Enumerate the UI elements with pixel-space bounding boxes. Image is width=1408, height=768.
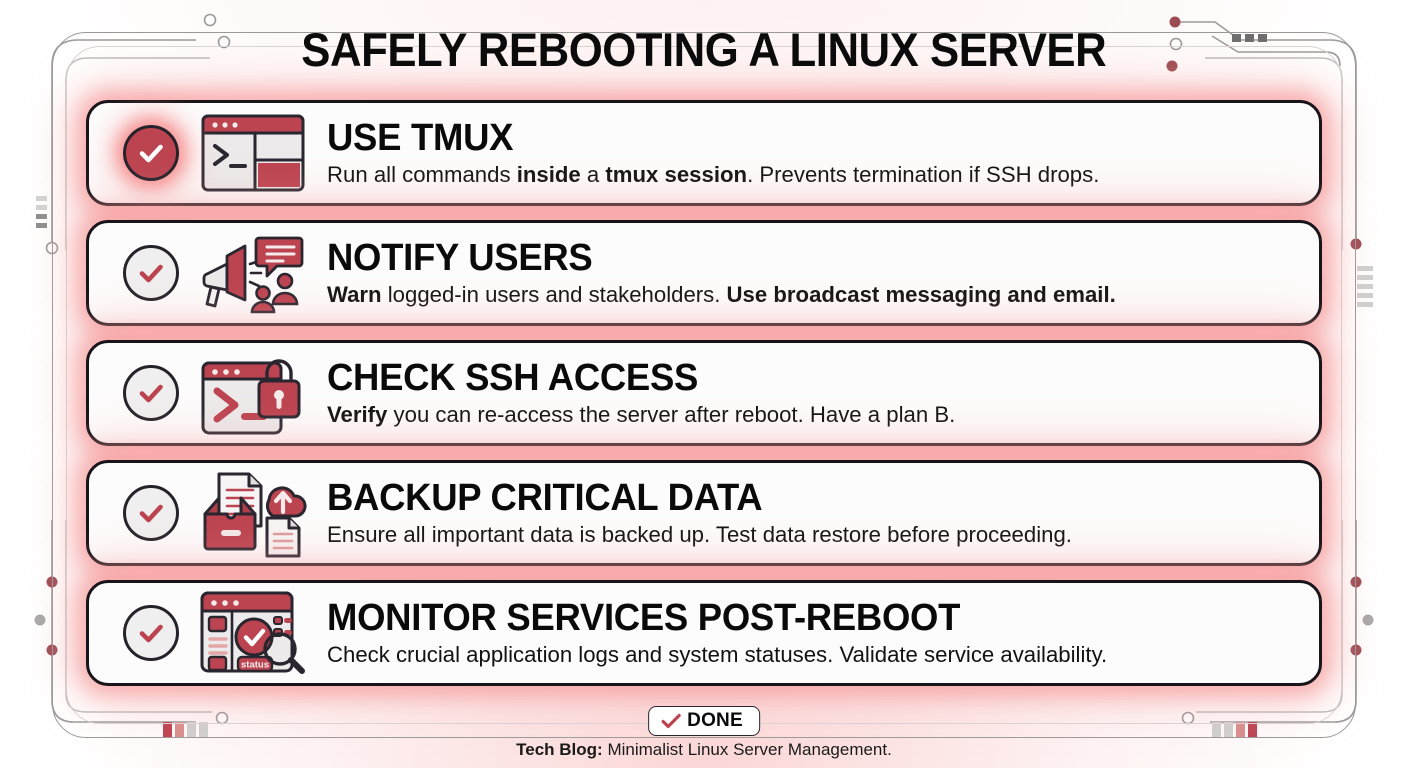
check-outline-icon[interactable] (123, 485, 179, 541)
terminal-panes-icon (191, 107, 315, 199)
check-filled-icon[interactable] (123, 125, 179, 181)
done-badge[interactable]: DONE (648, 706, 760, 736)
backup-tray-cloud-icon (191, 467, 315, 559)
checklist-item[interactable]: NOTIFY USERS Warn logged-in users and st… (86, 220, 1322, 326)
checklist-item-text: BACKUP CRITICAL DATA Ensure all importan… (327, 479, 1319, 547)
checklist-item-heading: NOTIFY USERS (327, 237, 593, 280)
check-outline-icon[interactable] (123, 245, 179, 301)
terminal-lock-icon (191, 347, 315, 439)
checklist-item-heading: BACKUP CRITICAL DATA (327, 477, 763, 520)
footer-credit-text: Minimalist Linux Server Management. (602, 740, 892, 759)
checklist: USE TMUX Run all commands inside a tmux … (86, 100, 1322, 686)
title-area: SAFELY REBOOTING A LINUX SERVER (0, 22, 1408, 77)
check-icon (661, 713, 681, 729)
checklist-item-desc: Run all commands inside a tmux session. … (327, 161, 1100, 187)
checklist-item-text: CHECK SSH ACCESS Verify you can re-acces… (327, 359, 1319, 427)
checklist-item-desc: Warn logged-in users and stakeholders. U… (327, 281, 1116, 307)
dashboard-status-magnifier-icon: status (191, 587, 315, 679)
checklist-item[interactable]: USE TMUX Run all commands inside a tmux … (86, 100, 1322, 206)
footer-credit-source: Tech Blog: (516, 740, 603, 759)
checklist-item-desc: Ensure all important data is backed up. … (327, 521, 1072, 547)
footer-credit: Tech Blog: Minimalist Linux Server Manag… (0, 740, 1408, 760)
checklist-item-text: USE TMUX Run all commands inside a tmux … (327, 119, 1319, 187)
checklist-item-heading: MONITOR SERVICES POST-REBOOT (327, 597, 961, 640)
checklist-item[interactable]: BACKUP CRITICAL DATA Ensure all importan… (86, 460, 1322, 566)
check-outline-icon[interactable] (123, 605, 179, 661)
checklist-item-text: MONITOR SERVICES POST-REBOOT Check cruci… (327, 599, 1319, 667)
checklist-item[interactable]: status MONITOR SERVICES POST-REBOOT Chec… (86, 580, 1322, 686)
check-outline-icon[interactable] (123, 365, 179, 421)
checklist-item-desc: Verify you can re-access the server afte… (327, 401, 956, 427)
megaphone-users-icon (191, 227, 315, 319)
checklist-item-text: NOTIFY USERS Warn logged-in users and st… (327, 239, 1319, 307)
page-title: SAFELY REBOOTING A LINUX SERVER (301, 23, 1107, 76)
status-chip-label: status (241, 660, 269, 671)
checklist-item-desc: Check crucial application logs and syste… (327, 641, 1108, 667)
done-badge-label: DONE (687, 710, 743, 731)
checklist-item[interactable]: CHECK SSH ACCESS Verify you can re-acces… (86, 340, 1322, 446)
checklist-item-heading: USE TMUX (327, 117, 514, 160)
outer-frame (52, 32, 1356, 738)
checklist-item-heading: CHECK SSH ACCESS (327, 357, 699, 400)
